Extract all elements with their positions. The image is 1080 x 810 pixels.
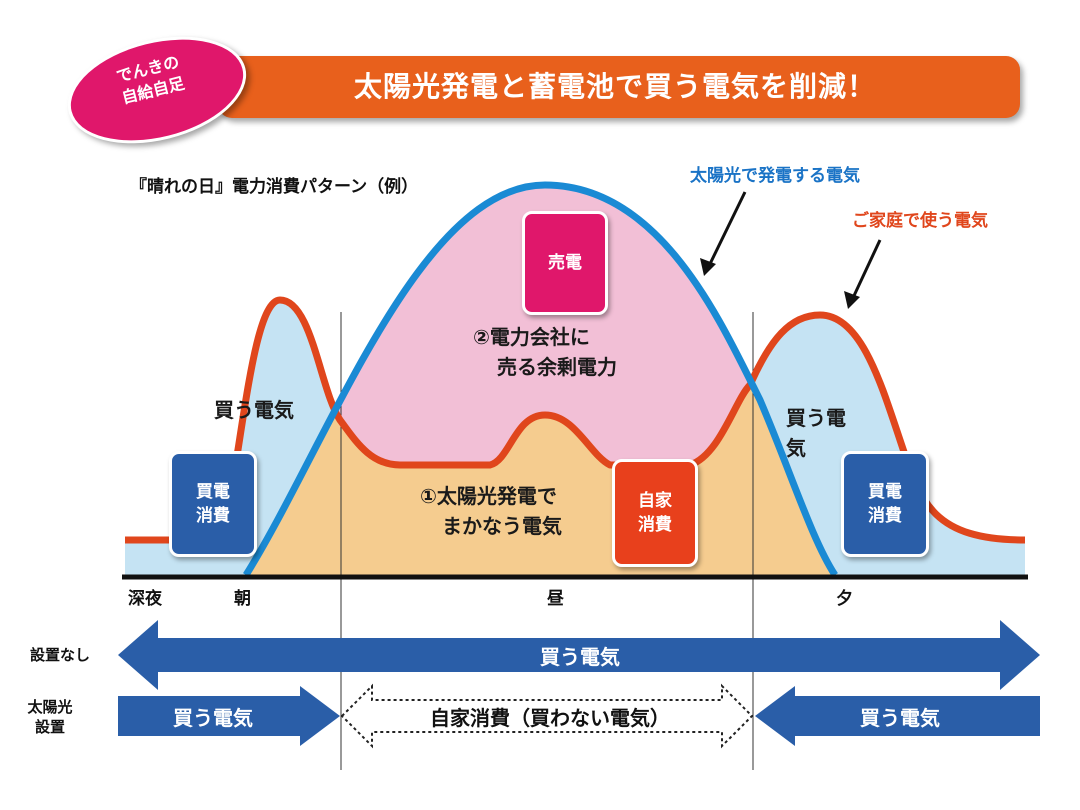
row-label-no-solar: 設置なし: [29, 646, 90, 664]
row-label-solar-line-2: 設置: [34, 718, 65, 736]
time-label-noon: 昼: [547, 589, 564, 609]
row-label-solar-line-1: 太陽光: [27, 698, 73, 716]
sell-box-label: 売電: [548, 253, 582, 273]
no-solar-arrow-text: 買う電気: [540, 645, 620, 669]
page-title: 太陽光発電と蓄電池で買う電気を削減！: [353, 70, 876, 103]
self-consumption-arrow-text: 自家消費（買わない電気）: [430, 706, 670, 730]
buy-label-right-line-2: 気: [786, 436, 806, 460]
buy-left-arrow-shape: [118, 686, 340, 746]
buy-box-right: 買電 消費: [841, 451, 929, 557]
self-consumption-arrow-shape: [340, 683, 754, 749]
legend-solar-generation: 太陽光で発電する電気: [690, 166, 860, 186]
chart-subtitle: 『晴れの日』電力消費パターン（例）: [130, 177, 419, 197]
title-banner: [218, 56, 1020, 118]
self-box-line-1: 自家: [638, 491, 672, 511]
solar-generation-line: [243, 181, 838, 577]
buy-box-left-line-2: 消費: [196, 506, 230, 526]
buy-label-right-line-1: 買う電: [786, 406, 846, 430]
solar-legend-pointer: [706, 191, 747, 269]
buy-label-right: 買う電 気: [786, 403, 846, 463]
no-solar-arrow-shape: [118, 620, 1040, 690]
home-legend-pointer: [850, 239, 882, 301]
solar-legend-arrowhead: [700, 258, 716, 276]
self-box-line-2: 消費: [638, 515, 672, 535]
legend-home-consumption: ご家庭で使う電気: [852, 211, 988, 231]
home-consumption-line: [125, 296, 1026, 544]
buy-box-right-line-2: 消費: [868, 506, 902, 526]
home-legend-arrowhead: [844, 291, 860, 309]
buy-box-left: 買電 消費: [169, 451, 257, 557]
surplus-line-1: ②電力会社に: [473, 325, 590, 349]
buy-right-arrow-text: 買う電気: [860, 706, 940, 730]
buy-left-arrow-text: 買う電気: [173, 706, 253, 730]
surplus-line-2: 売る余剰電力: [497, 355, 617, 379]
time-label-morning: 朝: [234, 589, 251, 609]
sell-box: 売電: [522, 211, 608, 315]
time-label-late-night: 深夜: [128, 589, 162, 609]
time-label-evening: 夕: [836, 589, 853, 609]
self-supply-line-2: まかなう電気: [442, 514, 562, 538]
surplus-label: ②電力会社に 売る余剰電力: [473, 322, 617, 382]
buy-right-arrow-shape: [755, 686, 1040, 746]
self-consumption-box: 自家 消費: [612, 459, 698, 567]
buy-box-left-line-1: 買電: [196, 482, 230, 502]
self-supply-label: ①太陽光発電で まかなう電気: [420, 481, 562, 541]
buy-box-right-line-1: 買電: [868, 482, 902, 502]
self-supply-line-1: ①太陽光発電で: [420, 484, 557, 508]
buy-label-left: 買う電気: [214, 398, 294, 422]
row-label-solar: 太陽光 設置: [20, 697, 80, 737]
